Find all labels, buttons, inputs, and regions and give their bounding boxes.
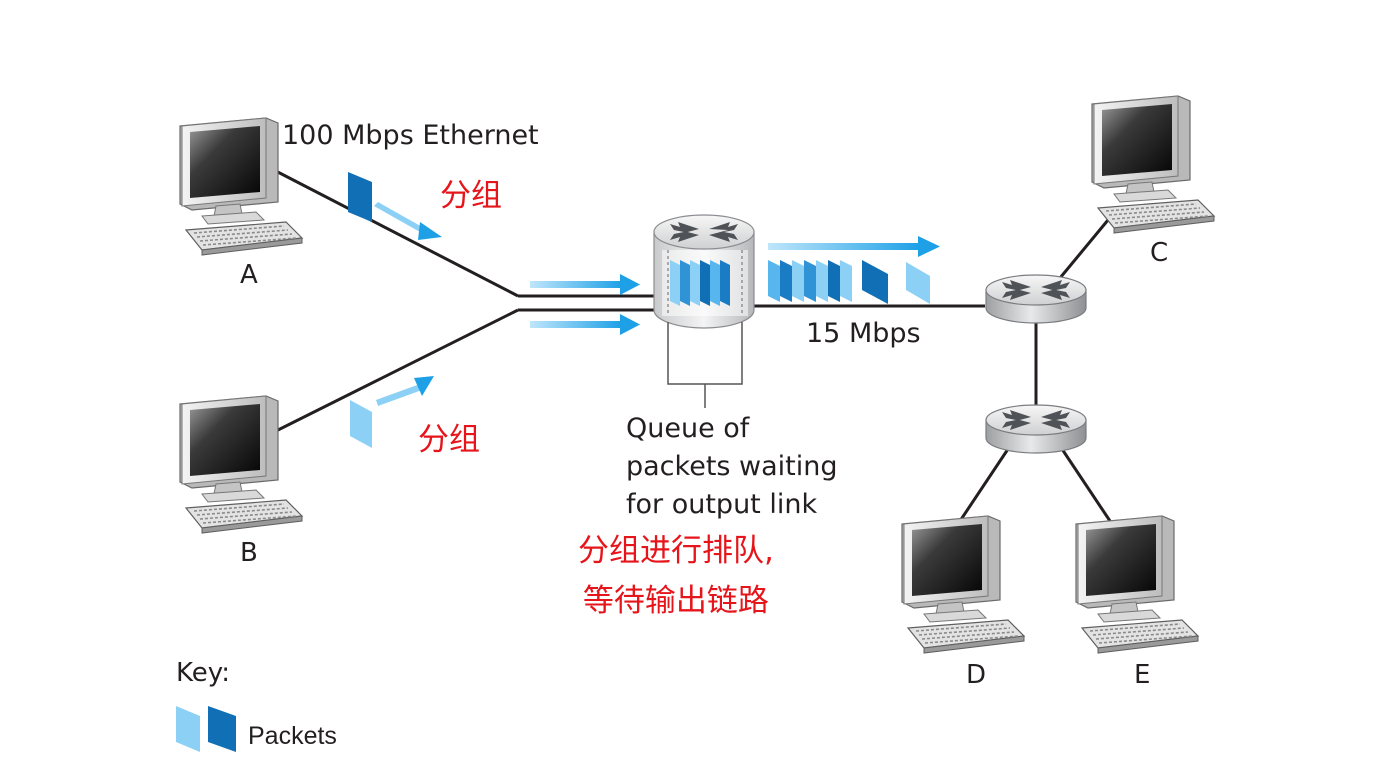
computer-icon-e (1075, 515, 1199, 654)
link-router-d (956, 445, 1012, 525)
queue-caption: Queue of packets waiting for output link (626, 410, 838, 524)
link-b (269, 308, 519, 436)
computer-icon-d (901, 515, 1025, 654)
queuing-router-icon (653, 214, 755, 408)
host-e-label: E (1134, 660, 1151, 690)
key-packets-label: Packets (248, 722, 337, 750)
packet-b-cn-label: 分组 (418, 422, 480, 458)
network-links (269, 166, 1114, 525)
host-a-label: A (240, 260, 258, 290)
queued-packets-icon (670, 260, 730, 306)
arrow-incoming-top (530, 274, 640, 295)
queue-cn-caption: 分组进行排队, 等待输出链路 (578, 526, 774, 626)
computer-icon-c (1091, 95, 1215, 234)
host-d-label: D (966, 660, 987, 690)
router-icon-edge (985, 274, 1087, 324)
queue-caption-line-3: for output link (626, 489, 818, 520)
host-c-label: C (1150, 238, 1169, 268)
link-speed-label: 15 Mbps (806, 318, 921, 349)
arrow-outgoing (768, 236, 940, 257)
key-title: Key: (176, 658, 231, 688)
queue-caption-line-2: packets waiting (626, 451, 838, 482)
link-a (269, 166, 519, 298)
queue-cn-line-1: 分组进行排队, (578, 533, 774, 569)
queue-cn-line-2: 等待输出链路 (582, 583, 769, 619)
outgoing-packets-icon (768, 260, 930, 304)
link-router-e (1058, 445, 1114, 525)
link-router-c (1058, 219, 1110, 279)
key-packets-icon (176, 706, 236, 752)
router-icon-lower (985, 404, 1087, 454)
queue-caption-line-1: Queue of (626, 413, 750, 444)
packet-from-a-icon (348, 172, 442, 240)
host-b-label: B (240, 538, 258, 568)
computer-icon-b (179, 395, 303, 534)
arrow-incoming-bottom (530, 314, 640, 335)
packet-a-cn-label: 分组 (440, 178, 502, 214)
ethernet-label: 100 Mbps Ethernet (282, 120, 539, 151)
packet-from-b-icon (350, 376, 434, 448)
